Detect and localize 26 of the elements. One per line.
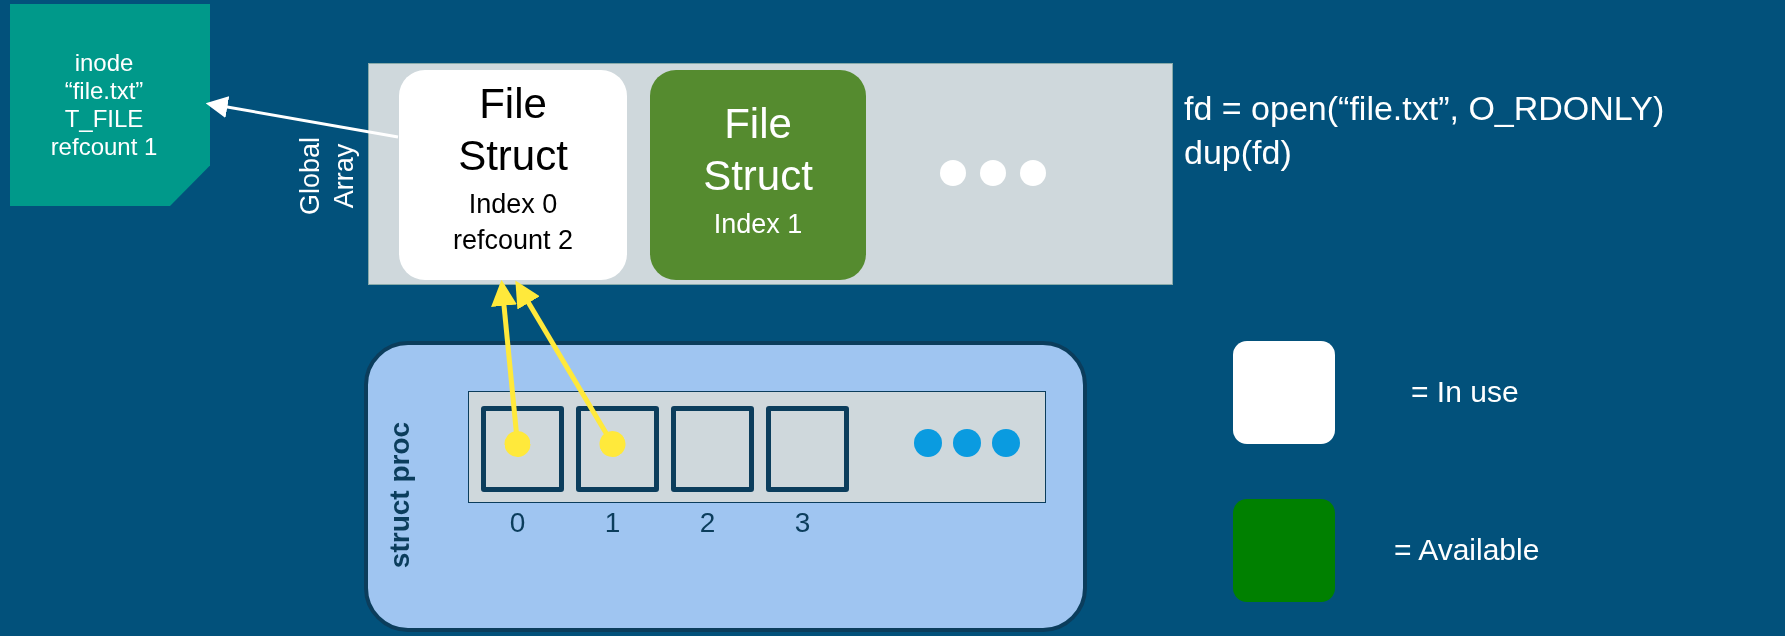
slot-cell	[766, 406, 849, 492]
struct-card	[399, 70, 627, 280]
index-number: 3	[793, 507, 812, 539]
array-heading: Global Array	[294, 136, 360, 218]
struct-card	[650, 70, 866, 280]
code-line: fd = open(“file.txt”, O_RDONLY)	[1184, 88, 1665, 129]
proc-heading: struct proc	[383, 420, 416, 571]
slot-cell	[671, 406, 754, 492]
arrow	[515, 280, 626, 457]
slot-cell	[481, 406, 564, 492]
index-number: 0	[508, 507, 527, 539]
index-number: 1	[603, 507, 622, 539]
struct-detail: Index 1	[712, 208, 804, 241]
code-line: dup(fd)	[1184, 132, 1292, 173]
legend-text: = In use	[1411, 375, 1519, 409]
slot-strip	[468, 391, 1046, 503]
arrow	[205, 96, 399, 139]
note-card: inode “file.txt” T_FILE refcount 1	[10, 4, 210, 206]
proc-panel	[364, 341, 1087, 632]
index-number: 2	[698, 507, 717, 539]
struct-title: File Struct	[702, 99, 814, 201]
struct-title: File Struct	[457, 79, 569, 181]
legend-text: = Available	[1394, 533, 1540, 567]
arrow	[491, 279, 531, 457]
struct-detail: Index 0 refcount 2	[451, 188, 575, 257]
slot-cell	[576, 406, 659, 492]
